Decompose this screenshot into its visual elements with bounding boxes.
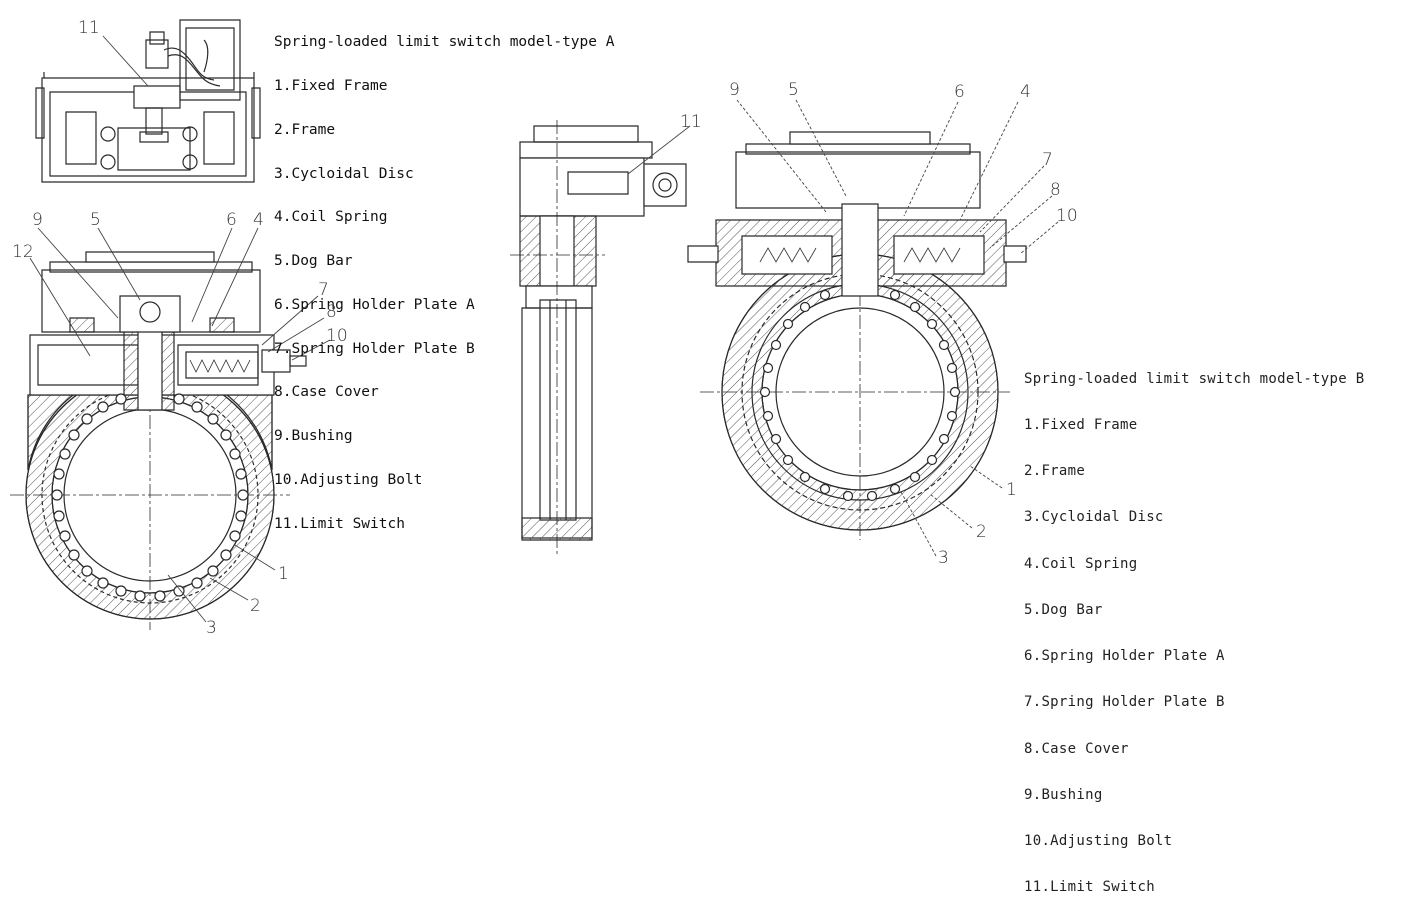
legend-item: 5.Dog Bar bbox=[274, 253, 353, 270]
callout-b-6: 6 bbox=[954, 82, 965, 102]
legend-item: 11.Limit Switch bbox=[274, 515, 405, 532]
legend-item: 8.Case Cover bbox=[1024, 740, 1129, 757]
callout-a-9: 9 bbox=[32, 210, 43, 230]
callout-a-6: 6 bbox=[226, 210, 237, 230]
legend-item: 3.Cycloidal Disc bbox=[1024, 509, 1164, 526]
callout-a-1: 1 bbox=[278, 564, 289, 584]
callout-b-9: 9 bbox=[729, 80, 740, 100]
legend-item: 4.Coil Spring bbox=[1024, 555, 1138, 572]
legend-item: 2.Frame bbox=[1024, 463, 1086, 480]
legend-item: 8.Case Cover bbox=[274, 384, 379, 401]
callout-a-5: 5 bbox=[90, 210, 101, 230]
callout-a-12: 12 bbox=[12, 242, 34, 262]
legend-item: 9.Bushing bbox=[274, 428, 353, 445]
legend-item: 11.Limit Switch bbox=[1024, 879, 1155, 896]
callout-b-2: 2 bbox=[976, 522, 987, 542]
legend-item: 10.Adjusting Bolt bbox=[1024, 833, 1173, 849]
callout-b-3: 3 bbox=[938, 548, 949, 568]
technical-drawing bbox=[0, 0, 1407, 641]
type-a-top-view bbox=[36, 20, 260, 182]
legend-item: 3.Cycloidal Disc bbox=[274, 165, 414, 182]
side-view bbox=[510, 120, 690, 555]
legend-item: 4.Coil Spring bbox=[274, 209, 388, 226]
legend-item: 5.Dog Bar bbox=[1024, 601, 1103, 618]
callout-side-11: 11 bbox=[680, 112, 702, 132]
type-b-leaders bbox=[737, 100, 1058, 556]
legend-item: 6.Spring Holder Plate A bbox=[274, 296, 475, 313]
legend-type-a-title: Spring-loaded limit switch model-type A bbox=[274, 34, 615, 51]
type-a-leaders bbox=[30, 36, 330, 622]
type-a-section-view bbox=[10, 252, 306, 630]
callout-a-4: 4 bbox=[253, 210, 264, 230]
legend-type-a: Spring-loaded limit switch model-type A … bbox=[274, 6, 614, 546]
callout-a-10: 10 bbox=[326, 326, 348, 346]
legend-item: 6.Spring Holder Plate A bbox=[1024, 648, 1225, 665]
callout-b-4: 4 bbox=[1020, 82, 1031, 102]
callout-b-1: 1 bbox=[1006, 480, 1017, 500]
legend-item: 9.Bushing bbox=[1024, 786, 1103, 803]
callout-b-8: 8 bbox=[1050, 180, 1061, 200]
type-b-section-view bbox=[688, 132, 1026, 540]
legend-type-b: Spring-loaded limit switch model-type B … bbox=[1024, 341, 1364, 911]
legend-item: 1.Fixed Frame bbox=[274, 77, 388, 94]
legend-type-b-title: Spring-loaded limit switch model-type B bbox=[1024, 370, 1365, 387]
callout-b-7: 7 bbox=[1042, 150, 1053, 170]
callout-a-top-11: 11 bbox=[78, 18, 100, 38]
callout-a-3: 3 bbox=[206, 618, 217, 638]
callout-a-8: 8 bbox=[326, 302, 337, 322]
legend-item: 1.Fixed Frame bbox=[1024, 417, 1138, 434]
legend-item: 7.Spring Holder Plate B bbox=[274, 340, 475, 357]
legend-item: 2.Frame bbox=[274, 121, 336, 138]
legend-item: 10.Adjusting Bolt bbox=[274, 472, 423, 488]
callout-b-5: 5 bbox=[788, 80, 799, 100]
callout-b-10: 10 bbox=[1056, 206, 1078, 226]
legend-item: 7.Spring Holder Plate B bbox=[1024, 694, 1225, 711]
callout-a-2: 2 bbox=[250, 596, 261, 616]
callout-a-7: 7 bbox=[318, 280, 329, 300]
